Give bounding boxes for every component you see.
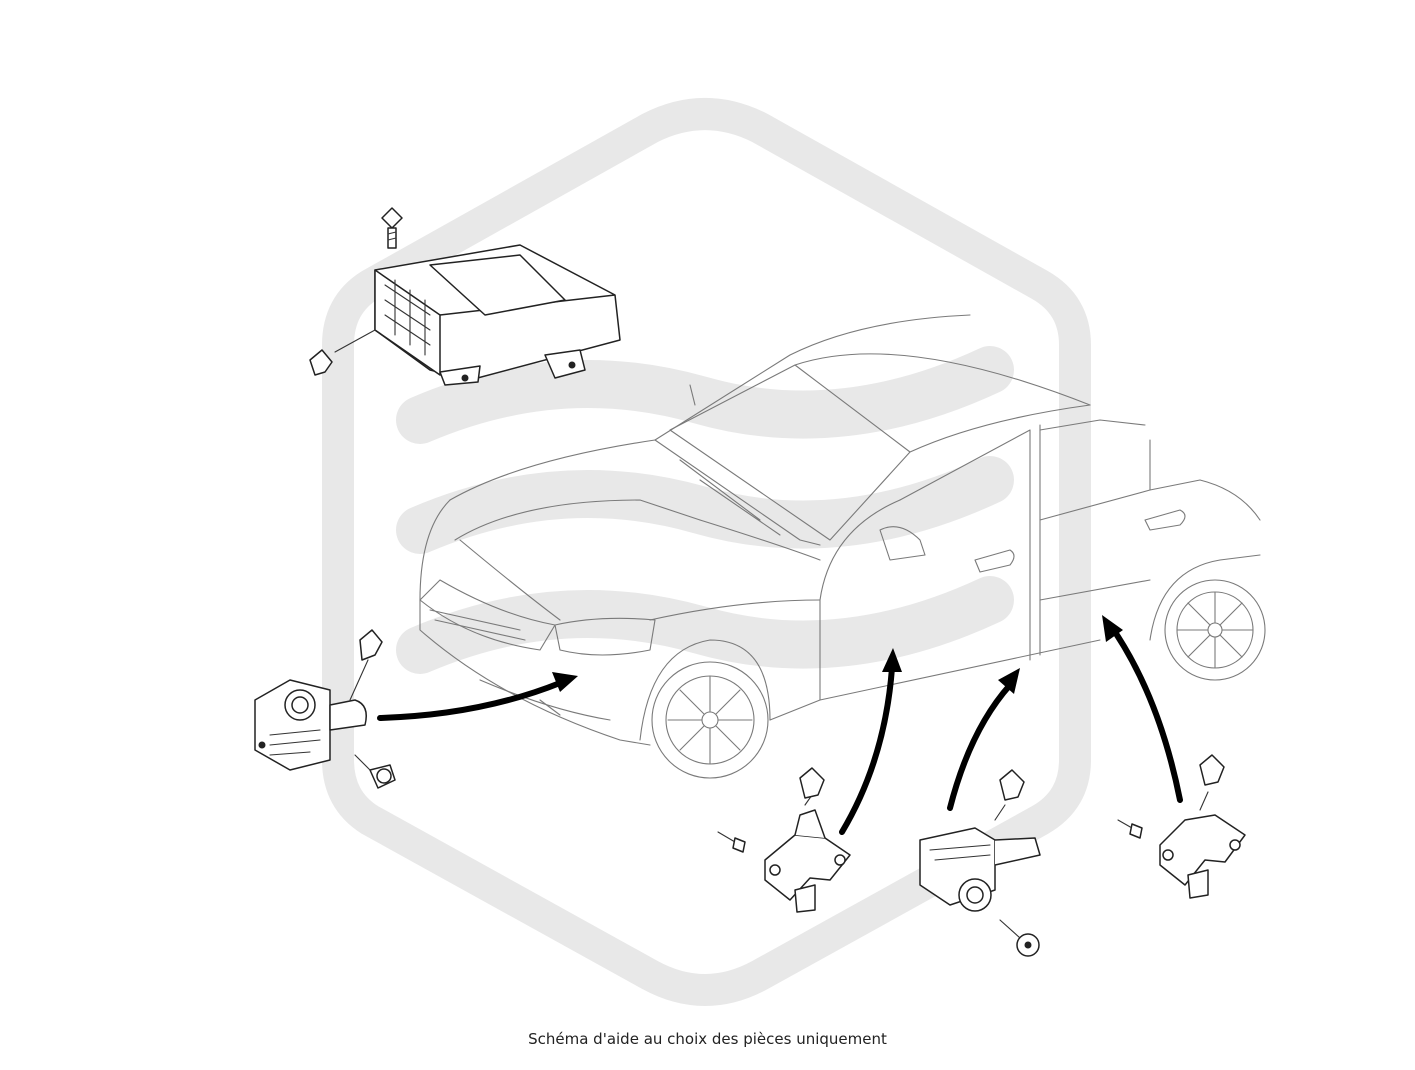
connector-clip-icon xyxy=(359,629,383,661)
connector-clip-icon xyxy=(1199,754,1225,786)
arrow-b-pillar-sensor xyxy=(947,668,1020,811)
connector-clip-icon xyxy=(799,767,825,799)
screw-icon xyxy=(1117,819,1143,839)
side-impact-sensor-rear[interactable] xyxy=(1159,791,1246,899)
side-impact-sensor-b-pillar[interactable] xyxy=(919,804,1041,912)
bolt-icon xyxy=(999,919,1040,957)
car-outline xyxy=(419,314,1266,779)
connector-clip-icon xyxy=(309,349,333,376)
arrow-front-sensor xyxy=(377,672,578,721)
side-impact-sensor-front-door[interactable] xyxy=(764,794,851,913)
arrow-front-door-sensor xyxy=(839,648,902,835)
bolt-icon xyxy=(354,754,396,789)
connector-clip-icon xyxy=(999,769,1025,801)
bolt-icon xyxy=(381,207,403,249)
watermark-logo xyxy=(322,98,1091,1006)
front-impact-sensor[interactable] xyxy=(254,659,369,771)
arrow-rear-sensor xyxy=(1102,615,1183,803)
airbag-control-unit[interactable] xyxy=(334,244,621,386)
screw-icon xyxy=(717,831,746,853)
diagram-caption: Schéma d'aide au choix des pièces unique… xyxy=(528,1030,887,1048)
